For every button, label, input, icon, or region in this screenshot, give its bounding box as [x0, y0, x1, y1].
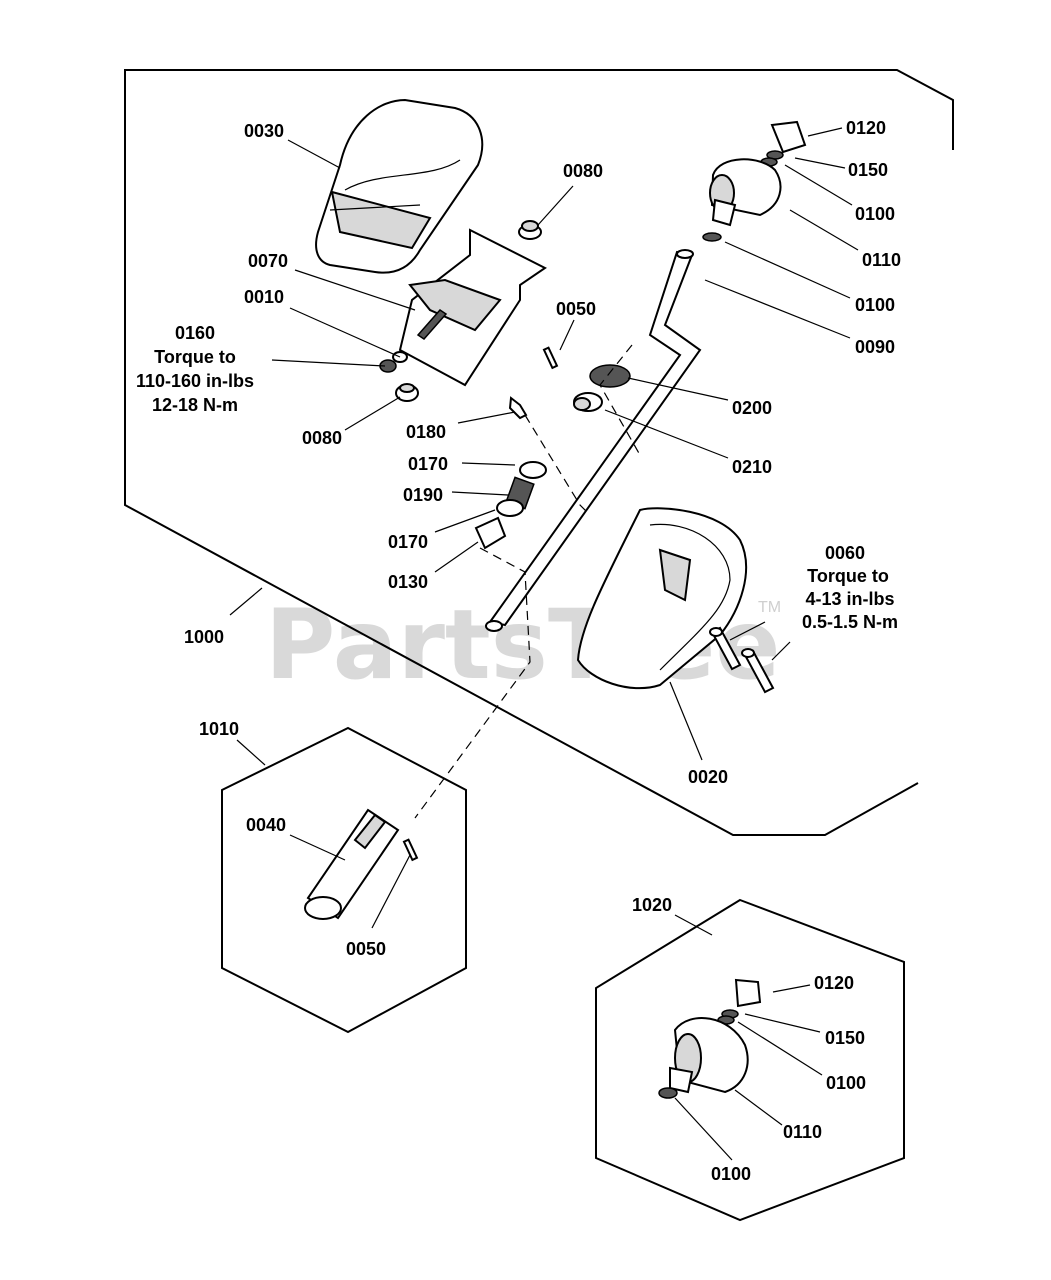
callout-0100-kit-b: 0100 [711, 1164, 751, 1184]
callout-1020: 1020 [632, 895, 672, 915]
alignment-line-a [524, 414, 591, 516]
coupler-part [304, 808, 419, 920]
callout-0020: 0020 [688, 767, 728, 787]
callout-0070: 0070 [248, 251, 288, 271]
callout-1000: 1000 [184, 627, 224, 647]
kit-1010-outline [221, 726, 467, 1034]
callout-0200: 0200 [732, 398, 772, 418]
callout-0210: 0210 [732, 457, 772, 477]
kit-1020-outline [595, 898, 905, 1222]
callout-0170-bottom: 0170 [388, 532, 428, 552]
callout-0120-main: 0120 [846, 118, 886, 138]
upper-cover-part [315, 98, 484, 274]
callout-0170-top: 0170 [408, 454, 448, 474]
callout-0040: 0040 [246, 815, 286, 835]
spring-stack-parts [474, 461, 547, 550]
gear-part [573, 364, 631, 412]
callout-0110-main: 0110 [862, 250, 901, 270]
crank-shaft-part [485, 249, 702, 632]
callout-0190: 0190 [403, 485, 443, 505]
callout-0150-main: 0150 [848, 160, 888, 180]
alignment-line-b [599, 344, 641, 456]
clip-part [508, 396, 528, 420]
callout-0160-range-in-lbs: 110-160 in-lbs [136, 371, 254, 391]
bushing-upper-part [518, 220, 542, 240]
callout-0060: 0060 [825, 543, 865, 563]
callout-0110-kit: 0110 [783, 1122, 822, 1142]
callout-0160-range-nm: 12-18 N-m [152, 395, 238, 415]
callout-0050-main: 0050 [556, 299, 596, 319]
callout-0180: 0180 [406, 422, 446, 442]
callout-0060-torque: Torque to [807, 566, 889, 586]
leader-lines [229, 127, 859, 1161]
watermark-trademark: TM [758, 599, 781, 616]
alignment-line-c [414, 547, 531, 819]
callout-0100-kit-a: 0100 [826, 1073, 866, 1093]
callout-0030: 0030 [244, 121, 284, 141]
callout-0010: 0010 [244, 287, 284, 307]
callout-0100-main-b: 0100 [855, 295, 895, 315]
callout-0120-kit: 0120 [814, 973, 854, 993]
callout-0090: 0090 [855, 337, 895, 357]
screws-part [709, 626, 775, 694]
mounting-bracket-part [398, 228, 547, 387]
bushing-lower-part [395, 383, 419, 402]
callout-0130: 0130 [388, 572, 428, 592]
knob-assembly-kit-parts [658, 978, 762, 1099]
callout-1010: 1010 [199, 719, 239, 739]
callout-0080-bottom: 0080 [302, 428, 342, 448]
nut-part [379, 351, 408, 373]
knob-assembly-main-parts [702, 120, 807, 242]
lower-cover-part [576, 507, 748, 690]
callout-0080-top: 0080 [563, 161, 603, 181]
callout-0160: 0160 [175, 323, 215, 343]
callout-0060-range-nm: 0.5-1.5 N-m [802, 612, 898, 632]
callout-0160-torque: Torque to [154, 347, 236, 367]
callout-0050-kit: 0050 [346, 939, 386, 959]
callout-0060-range-in-lbs: 4-13 in-lbs [805, 589, 894, 609]
main-assembly-outline [124, 69, 954, 836]
callout-0150-kit: 0150 [825, 1028, 865, 1048]
roll-pin-part [542, 346, 559, 370]
callout-0100-main-a: 0100 [855, 204, 895, 224]
